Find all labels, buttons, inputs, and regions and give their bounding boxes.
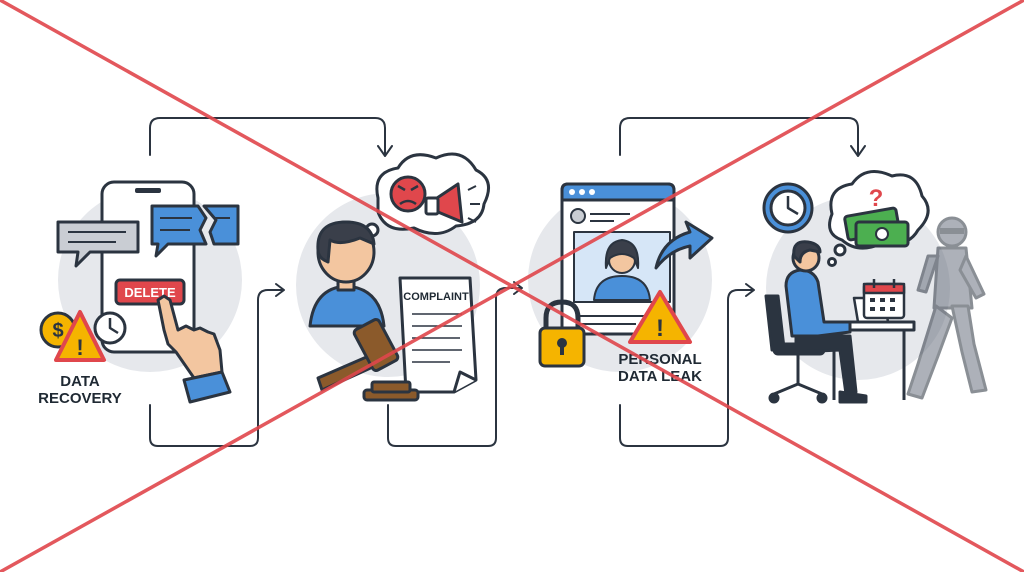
warning-icon: ! [628,290,692,344]
complaint-label: COMPLAINT [403,291,469,303]
connector-bottom-left [149,289,283,447]
calendar-icon [862,279,906,320]
clock-icon [93,311,127,345]
padlock-icon [538,299,586,368]
gavel-icon [316,318,420,402]
chat-bubble-icon [56,220,140,268]
panel-complaint: COMPLAINT [308,152,490,402]
svg-text:$: $ [52,320,63,342]
svg-text:!: ! [76,335,83,360]
angry-face-icon [389,175,427,213]
connector-top-right [619,117,859,156]
svg-text:!: ! [656,315,664,342]
browser-window-icon [560,182,676,336]
question-mark-icon: ? [869,185,884,212]
person-icon [308,220,386,328]
panel-data-recovery: DELETE $ ! DATA RECOVERY [38,180,240,407]
connector-top-left [149,117,386,156]
broken-chat-bubble-icon [150,204,240,258]
thief-icon [906,216,988,400]
office-chair-icon [764,294,828,404]
share-arrow-icon [654,220,714,270]
money-icon [843,206,910,248]
profile-avatar [593,275,651,301]
person-icon [784,240,868,404]
data-recovery-label-line2: RECOVERY [38,390,122,407]
megaphone-icon [424,182,480,224]
connector-bottom-right [619,289,753,447]
delete-button: DELETE [114,278,186,306]
data-recovery-label-line1: DATA [60,373,100,390]
panel-personal-data-leak: ! PERSONAL DATA LEAK [538,182,714,385]
panel-desk-worker: ? [762,170,988,404]
connector-bottom-middle [387,287,521,447]
wall-clock-icon [762,182,814,234]
document-icon: COMPLAINT [398,276,478,394]
warning-icon: ! [54,310,106,362]
hand-pointer-icon [156,294,232,404]
